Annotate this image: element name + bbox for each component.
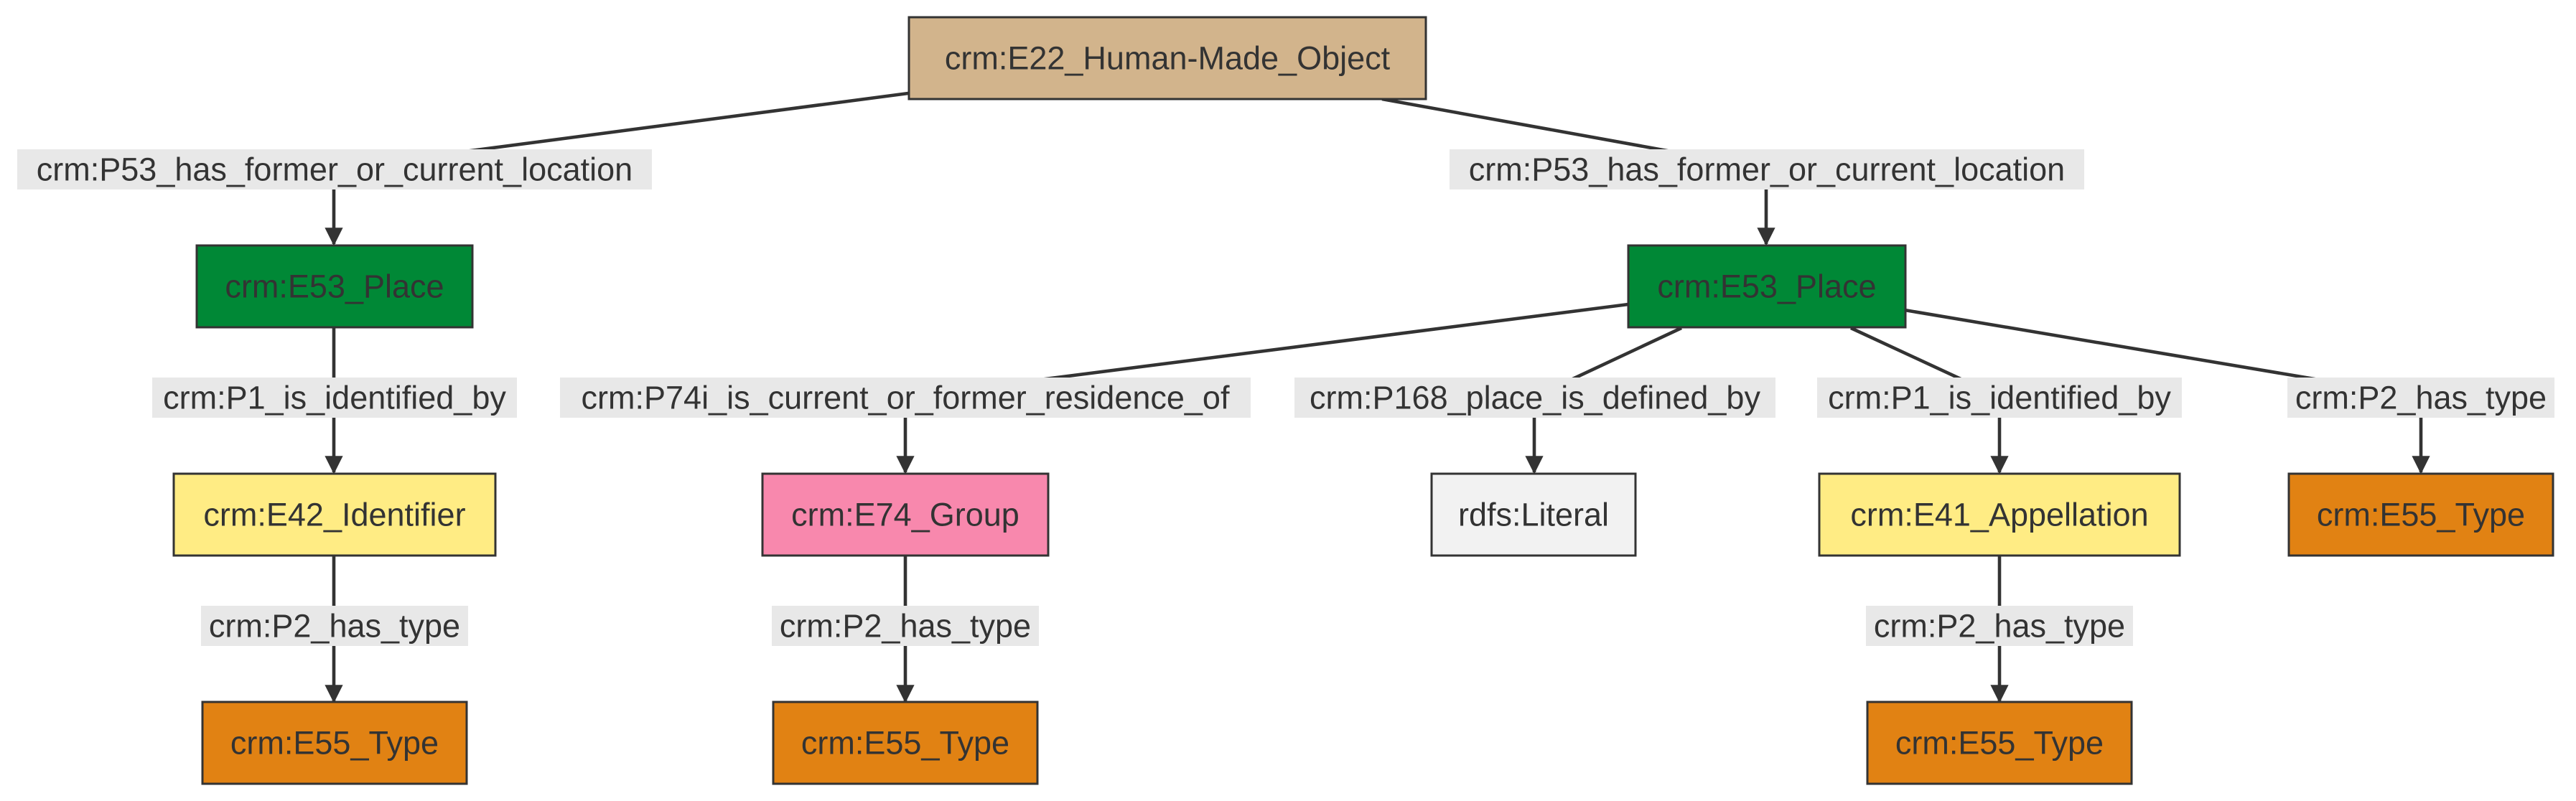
- svg-text:crm:P168_place_is_defined_by: crm:P168_place_is_defined_by: [1310, 380, 1760, 416]
- node-label: crm:E22_Human-Made_Object: [945, 40, 1391, 77]
- node-label: crm:E53_Place: [225, 268, 444, 305]
- svg-text:crm:P2_has_type: crm:P2_has_type: [2295, 380, 2547, 416]
- node-box: [195, 244, 474, 329]
- svg-text:crm:P53_has_former_or_current_: crm:P53_has_former_or_current_location: [37, 151, 633, 188]
- node-box: [1866, 701, 2133, 785]
- svg-text:crm:P1_is_identified_by: crm:P1_is_identified_by: [163, 380, 506, 416]
- svg-text:crm:P53_has_former_or_current_: crm:P53_has_former_or_current_location: [1469, 151, 2065, 188]
- svg-text:crm:P2_has_type: crm:P2_has_type: [780, 608, 1031, 645]
- node-label: rdfs:Literal: [1458, 497, 1609, 533]
- edge-label-obj-place1: crm:P53_has_former_or_current_location: [17, 149, 652, 189]
- node-e53-place-left[interactable]: crm:E53_Place: [195, 244, 474, 329]
- node-box: [172, 472, 497, 557]
- node-label: crm:E55_Type: [230, 725, 439, 762]
- node-label: crm:E55_Type: [801, 725, 1009, 762]
- node-label: crm:E42_Identifier: [203, 497, 465, 533]
- node-e42-identifier[interactable]: crm:E42_Identifier: [172, 472, 497, 557]
- node-e74-group[interactable]: crm:E74_Group: [761, 472, 1050, 557]
- node-e41-appellation[interactable]: crm:E41_Appellation: [1818, 472, 2181, 557]
- node-label: crm:E55_Type: [1895, 725, 2104, 762]
- node-box: [1818, 472, 2181, 557]
- node-label: crm:E55_Type: [2317, 497, 2525, 533]
- node-label: crm:E74_Group: [791, 497, 1019, 533]
- node-box: [772, 701, 1039, 785]
- node-box: [1430, 472, 1637, 557]
- edge-label-group-type: crm:P2_has_type: [772, 606, 1039, 646]
- svg-text:crm:P74i_is_current_or_former_: crm:P74i_is_current_or_former_residence_…: [582, 380, 1230, 416]
- edge-label-identifier-type: crm:P2_has_type: [201, 606, 468, 646]
- svg-text:crm:P1_is_identified_by: crm:P1_is_identified_by: [1828, 380, 2171, 416]
- node-box: [201, 701, 468, 785]
- node-box: [1627, 244, 1907, 329]
- node-box: [907, 16, 1427, 100]
- edge-label-place2-literal: crm:P168_place_is_defined_by: [1294, 378, 1775, 418]
- node-box: [761, 472, 1050, 557]
- edge-label-place1-identifier: crm:P1_is_identified_by: [152, 378, 517, 418]
- edge-label-place2-group: crm:P74i_is_current_or_former_residence_…: [560, 378, 1251, 418]
- node-label: crm:E41_Appellation: [1850, 497, 2148, 533]
- node-label: crm:E53_Place: [1657, 268, 1876, 305]
- edge-label-obj-place2: crm:P53_has_former_or_current_location: [1450, 149, 2084, 189]
- svg-text:crm:P2_has_type: crm:P2_has_type: [209, 608, 460, 645]
- node-e55-type-place[interactable]: crm:E55_Type: [2287, 472, 2554, 557]
- edge-label-appellation-type: crm:P2_has_type: [1866, 606, 2133, 646]
- edge-label-place2-type: crm:P2_has_type: [2287, 378, 2554, 418]
- node-box: [2287, 472, 2554, 557]
- node-rdfs-literal[interactable]: rdfs:Literal: [1430, 472, 1637, 557]
- edge-label-place2-appellation: crm:P1_is_identified_by: [1817, 378, 2182, 418]
- node-e22-human-made-object[interactable]: crm:E22_Human-Made_Object: [907, 16, 1427, 100]
- node-e55-type-appellation[interactable]: crm:E55_Type: [1866, 701, 2133, 785]
- node-e55-type-identifier[interactable]: crm:E55_Type: [201, 701, 468, 785]
- svg-text:crm:P2_has_type: crm:P2_has_type: [1874, 608, 2125, 645]
- node-e55-type-group[interactable]: crm:E55_Type: [772, 701, 1039, 785]
- node-e53-place-right[interactable]: crm:E53_Place: [1627, 244, 1907, 329]
